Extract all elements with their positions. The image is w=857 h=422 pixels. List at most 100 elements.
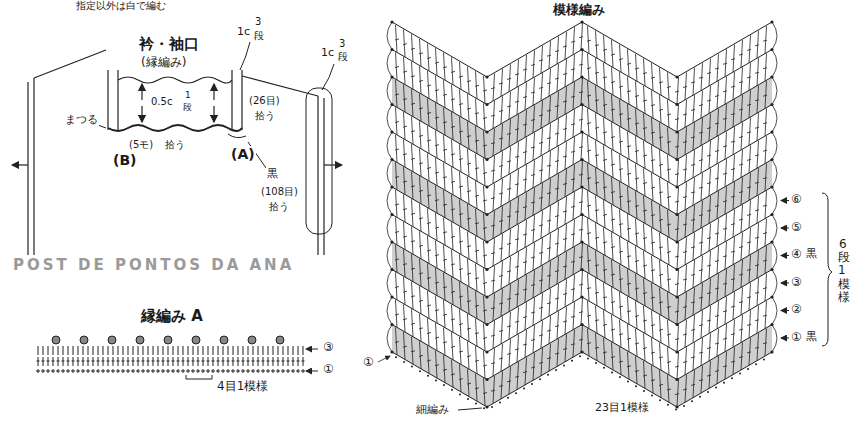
stitch-bar: [555, 271, 559, 272]
chain-dot: [580, 213, 583, 216]
stitch-bar: [403, 209, 407, 210]
stitch: [460, 172, 462, 200]
stitch-bar: [571, 69, 575, 70]
edging-stitch: [58, 346, 59, 355]
stitch-bar: [643, 238, 647, 239]
stitch-bar: [739, 82, 743, 83]
stitch: [404, 332, 406, 360]
direction-arrow: [213, 84, 214, 100]
stitch: [549, 206, 551, 234]
edging-stitch: [278, 369, 279, 373]
stitch-bar: [483, 200, 487, 201]
row-line: [392, 160, 772, 215]
single-crochet: [451, 389, 453, 391]
stitch: [693, 288, 695, 316]
stitch-bar: [491, 88, 495, 89]
stitch-bar: [635, 151, 639, 152]
stitch: [685, 320, 687, 348]
stitch: [404, 140, 406, 168]
stitch: [677, 215, 679, 243]
stitch: [581, 23, 583, 50]
collar-wave: [118, 77, 232, 83]
stitch: [685, 265, 687, 293]
stitch-bar: [595, 265, 599, 266]
stitch-bar: [467, 136, 471, 137]
repeat-label-text: 4目1模様: [216, 379, 269, 393]
chain-dot: [580, 268, 583, 271]
edging-stitch: [243, 357, 244, 366]
edging-stitch: [258, 357, 259, 366]
stitch-bar: [547, 55, 551, 56]
stitch-bar: [563, 239, 567, 240]
edging-stitch: [63, 357, 64, 366]
stitch: [573, 82, 575, 110]
stitch-bar: [435, 172, 439, 173]
stitch: [749, 228, 751, 256]
stitch-bar: [627, 173, 631, 174]
stitch-bar: [579, 339, 583, 340]
stitch: [484, 241, 486, 268]
stitch: [404, 85, 406, 113]
stitch: [533, 105, 535, 132]
stitch-bar: [547, 358, 551, 359]
stitch-bar: [675, 284, 679, 285]
stitch-bar: [483, 338, 487, 339]
stitch: [636, 54, 638, 82]
chain-dot: [485, 103, 488, 106]
dimension-text: 3: [338, 38, 346, 49]
stitch-bar: [635, 178, 639, 179]
stitch-bar: [411, 131, 415, 132]
stitch-bar: [635, 316, 639, 317]
stitch: [701, 63, 703, 91]
stitch: [588, 54, 590, 82]
edging-stitch: [97, 361, 100, 362]
single-crochet: [603, 367, 605, 369]
stitch: [396, 135, 398, 163]
stitch-bar: [627, 201, 631, 202]
stitch-bar: [755, 347, 759, 348]
stitch: [436, 48, 438, 76]
stitch-bar: [611, 137, 615, 138]
stitch-bar: [539, 307, 543, 308]
stitch: [428, 181, 430, 209]
edging-stitch: [282, 361, 285, 362]
chain-dot: [485, 213, 488, 216]
single-crochet: [619, 376, 621, 378]
leader-line: [458, 408, 482, 410]
stitch-bar: [587, 40, 591, 41]
stitch-bar: [595, 72, 599, 73]
stitch-bar: [627, 118, 631, 119]
stitch-bar: [563, 184, 567, 185]
row-count: 段: [182, 102, 193, 112]
stitch-bar: [459, 159, 463, 160]
edging-stitch: [228, 346, 229, 355]
stitch-bar: [403, 346, 407, 347]
edging-stitch: [237, 361, 240, 362]
stitch: [604, 283, 606, 311]
row-line: [392, 325, 772, 380]
stitch-bar: [547, 110, 551, 111]
stitch: [588, 219, 590, 247]
stitch: [428, 346, 430, 374]
stitch: [620, 45, 622, 73]
stitch-bar: [619, 114, 623, 115]
stitch-bar: [491, 280, 495, 281]
stitch-bar: [675, 339, 679, 340]
edging-stitch: [283, 369, 284, 373]
stitch-bar: [699, 380, 703, 381]
stitch-bar: [707, 155, 711, 156]
stitch: [581, 215, 583, 243]
stitch-bar: [683, 224, 687, 225]
stitch-bar: [499, 193, 503, 194]
stitch: [677, 270, 679, 298]
stitch-bar: [747, 324, 751, 325]
stitch-bar: [723, 338, 727, 339]
stitch-bar: [523, 234, 527, 235]
edging-stitch: [107, 361, 110, 362]
dimension-text: 0.5c: [150, 96, 173, 107]
row-arrow: [781, 228, 789, 229]
stitch: [412, 337, 414, 365]
stitch-bar: [427, 168, 431, 169]
stitch: [509, 64, 511, 92]
stitch-bar: [643, 100, 647, 101]
